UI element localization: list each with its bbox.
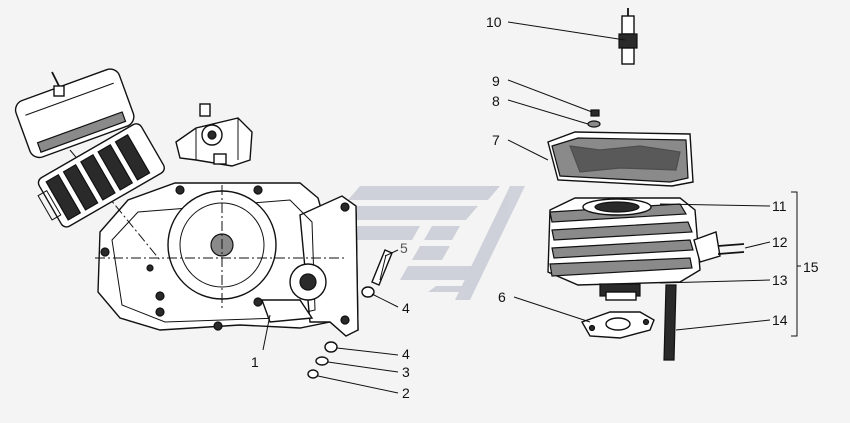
callout-14: 14	[772, 312, 788, 328]
nut-lower	[324, 341, 338, 353]
small-washer	[587, 120, 601, 128]
callout-11: 11	[772, 198, 787, 214]
nut-upper	[361, 286, 375, 298]
spark-plug	[618, 8, 638, 65]
callout-8: 8	[492, 93, 500, 109]
cap-screw	[590, 109, 600, 117]
callout-10: 10	[486, 14, 502, 30]
long-stud	[663, 284, 677, 361]
callout-12: 12	[772, 234, 788, 250]
base-gasket	[580, 311, 655, 339]
callout-1: 1	[251, 354, 259, 370]
stud-bolt	[371, 249, 393, 286]
callout-3: 3	[402, 364, 410, 380]
callout-4-upper: 4	[402, 300, 410, 316]
callout-7: 7	[492, 132, 500, 148]
callout-15: 15	[803, 259, 819, 275]
washer	[315, 356, 329, 366]
callout-5: 5	[400, 240, 408, 256]
callout-2: 2	[402, 385, 410, 401]
engine-assembly	[14, 68, 359, 337]
nut-small	[307, 369, 319, 379]
callout-9: 9	[492, 73, 500, 89]
callout-4-lower: 4	[402, 346, 410, 362]
callout-labels: 10 9 8 7 11 12 15 13 14 6 5 4 4 3 2 1	[251, 14, 819, 401]
cylinder-block	[547, 197, 721, 301]
callout-6: 6	[498, 289, 506, 305]
head-cover	[547, 131, 694, 187]
leader-lines	[262, 21, 801, 394]
callout-13: 13	[772, 272, 788, 288]
exhaust-studs	[717, 243, 745, 255]
